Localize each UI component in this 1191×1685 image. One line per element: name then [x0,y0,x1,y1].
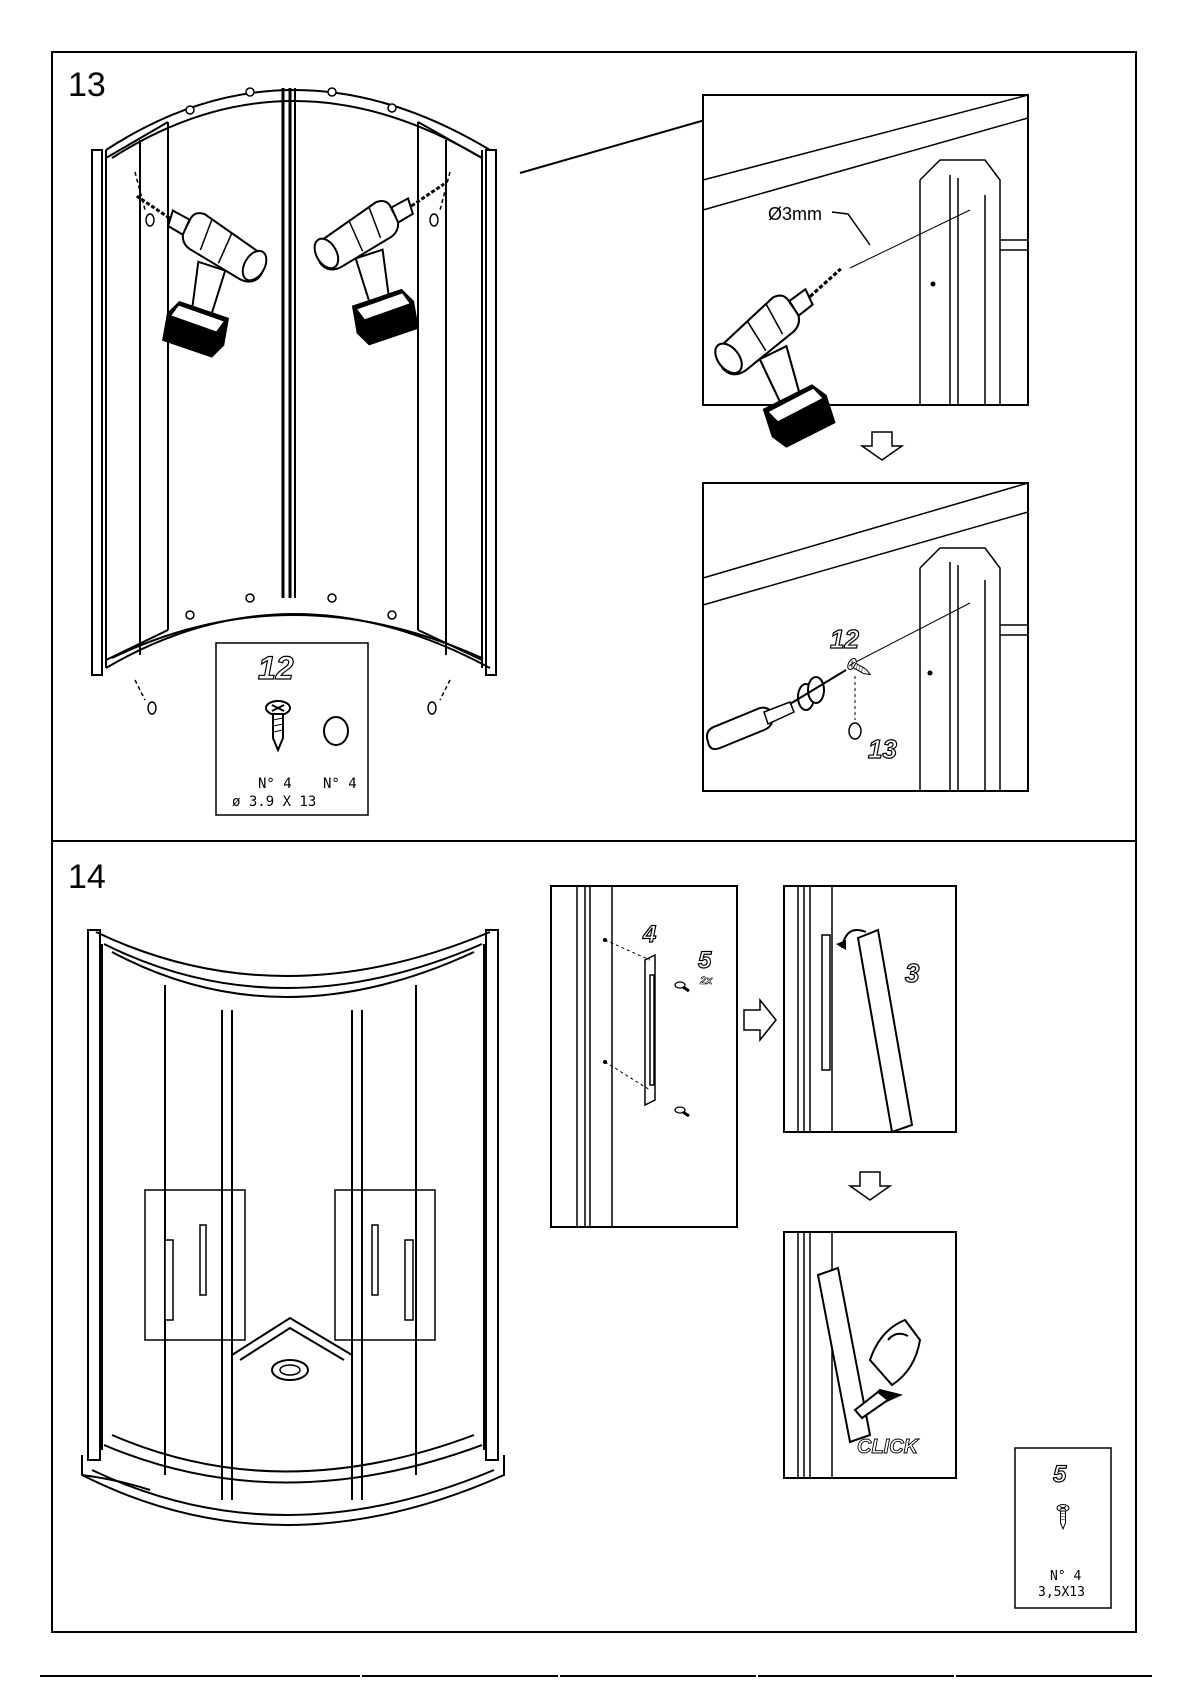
step-14-zoom-left [145,1190,245,1340]
step-13-cap-part-no: 13 [868,734,897,764]
step-14-cover-part-no: 3 [905,958,920,988]
pilot-hole [931,282,936,287]
step-14-screw-multiplier: 2x [699,975,713,987]
step-13-detail-screwing [703,483,1028,791]
step-14-screw-part-no: 5 [698,947,712,974]
step-14-zoom-right [335,1190,435,1340]
drill-icon [303,184,469,353]
arrow-right-icon [744,1000,776,1040]
cap-icon [849,723,861,739]
step-14-parts-qty: N° 4 [1050,1569,1081,1584]
step-13-cap-qty: N° 4 [323,776,357,792]
detail-leader-line [520,120,705,173]
step-13-enclosure-frame [92,88,496,675]
cap-icon [324,717,348,745]
step-14-parts-size: 3,5X13 [1038,1585,1085,1600]
drill-bit-label: Ø3mm [768,204,822,224]
step-14-parts-box-part-no: 5 [1053,1461,1067,1488]
step-14-handles-overview [165,1225,413,1320]
drill-icon [111,196,277,365]
arrow-down-icon [850,1172,890,1200]
page-bottom-rule [0,1675,1191,1679]
click-label: CLICK [857,1436,920,1458]
step-13-screw-part-no: 12 [830,624,859,654]
hole-top [603,938,607,942]
step-14-handle-part-no: 4 [642,921,656,948]
tray-drain-inner [280,1365,300,1375]
screw-hole [928,671,933,676]
step-13-screw-size: ø 3.9 X 13 [232,794,316,810]
mounted-handle [822,935,830,1070]
handle-part [645,955,655,1105]
arrow-down-icon [862,432,902,460]
step-13-parts-box-part-no: 12 [258,650,294,686]
hole-bottom [603,1060,607,1064]
step-13-screw-qty: N° 4 [258,776,292,792]
